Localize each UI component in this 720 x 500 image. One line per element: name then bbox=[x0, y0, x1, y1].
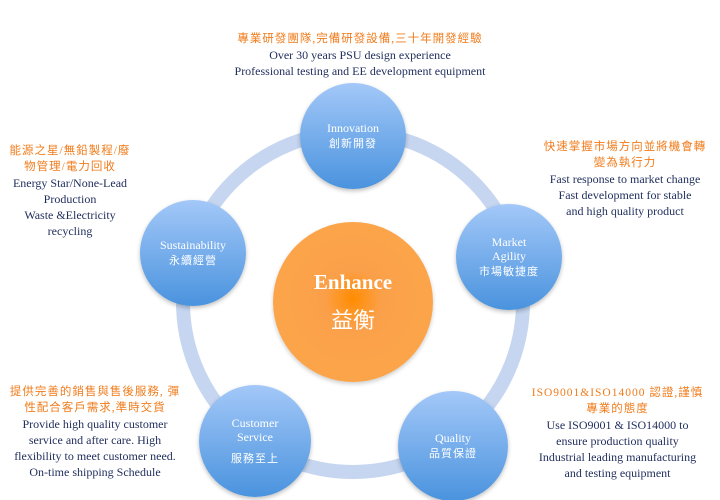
node-label-zh: 服務至上 bbox=[231, 453, 279, 465]
description-zh: 快速掌握市場方向並將機會轉 bbox=[543, 141, 707, 153]
description-line: Waste &Electricity bbox=[24, 208, 116, 222]
description-line: Professional testing and EE development … bbox=[234, 64, 486, 78]
description-zh: 能源之星/無鉛製程/廢 bbox=[9, 145, 131, 157]
description-zh: 提供完善的銷售與售後服務, 彈 bbox=[9, 386, 181, 398]
description-market: 快速掌握市場方向並將機會轉 變為執行力 Fast response to mar… bbox=[530, 139, 720, 219]
node-innovation: Innovation 創新開發 bbox=[300, 83, 406, 189]
node-label-zh: 永續經營 bbox=[169, 255, 217, 267]
node-label-en: Market bbox=[491, 235, 527, 249]
description-line: Production bbox=[43, 192, 97, 206]
node-label-zh: 創新開發 bbox=[329, 138, 377, 150]
node-label-en: Service bbox=[237, 430, 273, 444]
description-line: Use ISO9001 & ISO14000 to bbox=[546, 418, 689, 432]
node-label-en: Innovation bbox=[327, 121, 379, 135]
description-line: service and after care. High bbox=[28, 433, 162, 447]
description-line: Industrial leading manufacturing bbox=[538, 450, 697, 464]
description-line: flexibility to meet customer need. bbox=[14, 449, 176, 463]
description-sustainability: 能源之星/無鉛製程/廢 物管理/電力回收 Energy Star/None-Le… bbox=[0, 143, 140, 239]
description-line: Energy Star/None-Lead bbox=[12, 176, 128, 190]
description-zh: 物管理/電力回收 bbox=[24, 161, 116, 173]
description-line: On-time shipping Schedule bbox=[29, 465, 161, 479]
description-zh: 專業的態度 bbox=[586, 403, 649, 415]
description-zh: 性配合客戶需求,準時交貨 bbox=[24, 402, 166, 414]
description-zh: ISO9001&ISO14000 認證,謹慎 bbox=[531, 387, 704, 399]
center-label-en: Enhance bbox=[313, 270, 393, 294]
node-label-zh: 市場敏捷度 bbox=[479, 266, 539, 278]
description-line: Provide high quality customer bbox=[22, 417, 168, 431]
description-line: ensure production quality bbox=[556, 434, 679, 448]
node-label-zh: 品質保證 bbox=[429, 448, 477, 460]
description-line: and high quality product bbox=[566, 204, 684, 218]
description-customer: 提供完善的銷售與售後服務, 彈 性配合客戶需求,準時交貨 Provide hig… bbox=[0, 384, 190, 480]
node-quality: Quality 品質保證 bbox=[398, 391, 508, 500]
center-circle-enhance: Enhance 益衡 bbox=[273, 222, 433, 382]
node-label-en: Sustainability bbox=[160, 238, 226, 252]
description-line: Over 30 years PSU design experience bbox=[269, 48, 451, 62]
description-line: and testing equipment bbox=[564, 466, 671, 480]
node-customer-service: Customer Service 服務至上 bbox=[199, 385, 311, 497]
description-quality: ISO9001&ISO14000 認證,謹慎 專業的態度 Use ISO9001… bbox=[515, 385, 720, 481]
description-line: Fast response to market change bbox=[549, 172, 701, 186]
description-line: Fast development for stable bbox=[558, 188, 692, 202]
description-zh: 變為執行力 bbox=[593, 157, 657, 169]
description-line: recycling bbox=[47, 224, 93, 238]
description-innovation: 專業研發團隊,完備研發設備,三十年開發經驗 Over 30 years PSU … bbox=[180, 31, 540, 79]
description-zh: 專業研發團隊,完備研發設備,三十年開發經驗 bbox=[237, 33, 483, 45]
node-sustainability: Sustainability 永續經營 bbox=[140, 200, 246, 306]
center-label-zh: 益衡 bbox=[330, 308, 375, 333]
node-label-en: Customer bbox=[231, 416, 279, 430]
node-label-en: Agility bbox=[491, 249, 526, 263]
node-market-agility: Market Agility 市場敏捷度 bbox=[456, 204, 562, 310]
node-label-en: Quality bbox=[435, 431, 471, 445]
